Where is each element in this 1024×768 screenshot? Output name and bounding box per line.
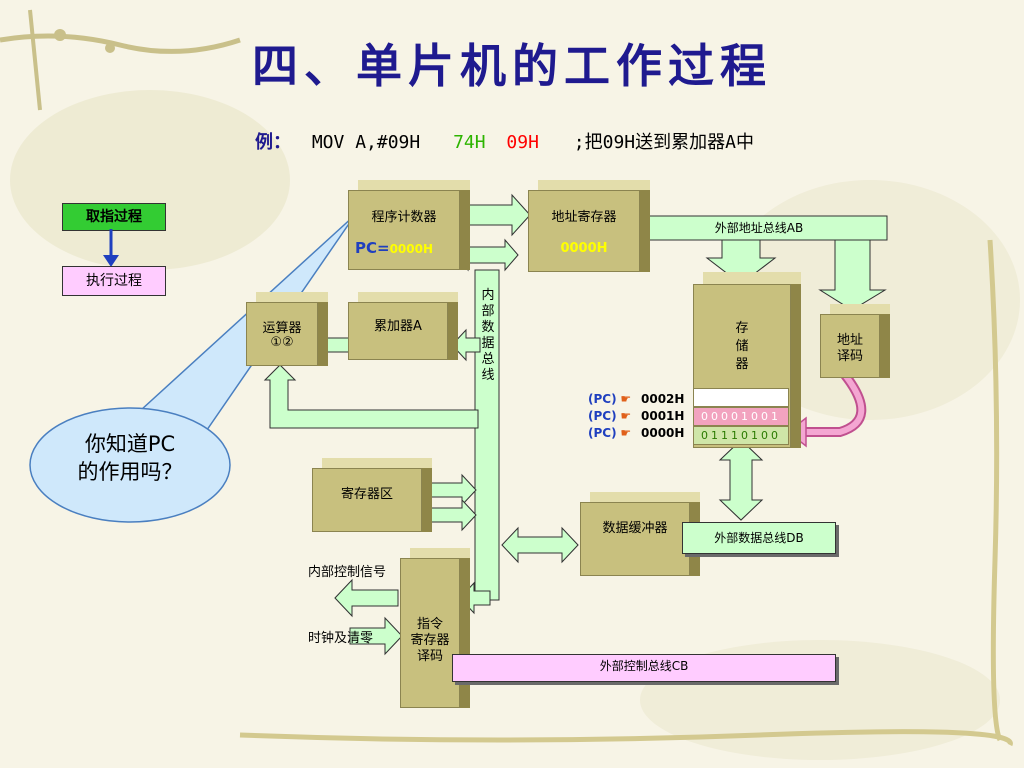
register-area-label: 寄存器区 [340,487,393,502]
bus-char: 总 [481,352,495,367]
address-decoder-block: 地址 译码 [820,304,890,378]
bus-char: 线 [481,368,495,383]
execute-step-button[interactable]: 执行过程 [62,266,166,296]
register-area-block: 寄存器区 [312,458,432,532]
example-mnemonic: MOV A,#09H [311,132,421,153]
accumulator-label: 累加器A [374,319,422,334]
data-bus-label: 外部数据总线DB [714,531,804,545]
pc-value: 0000H [389,242,434,256]
accumulator-block: 累加器A [348,292,458,360]
address-bus-label: 外部地址总线AB [714,221,804,235]
data-bus: 外部数据总线DB [682,522,836,554]
pc-pointer-label: (PC) [588,426,617,440]
callout-bubble: 你知道PC 的作用吗？ [36,430,224,486]
instruction-register-line1: 指令 [416,617,443,632]
pointing-hand-icon: ☛ [620,409,632,423]
pointing-hand-icon: ☛ [620,426,632,440]
alu-steps: ①② [270,335,294,350]
pc-label: PC= [355,239,390,257]
memory-row-pc0: (PC) ☛ 0000H [588,426,684,440]
bus-char: 部 [481,304,495,319]
page-title: 四、单片机的工作过程 [252,39,772,93]
memory-address: 0002H [641,392,685,406]
memory-address: 0000H [641,426,685,440]
example-opcode: 74H [453,132,486,153]
program-counter-block: 程序计数器 PC=0000H [348,180,470,270]
pc-pointer-label: (PC) [588,392,617,406]
address-register-label: 地址寄存器 [551,210,617,225]
memory-cell-row: 00001001 [693,407,789,426]
fetch-step-button[interactable]: 取指过程 [62,203,166,231]
address-register-value: 0000H [560,241,608,256]
address-decoder-line1: 地址 [836,333,863,348]
address-decoder-line2: 译码 [836,349,863,364]
memory-line3: 器 [735,357,749,372]
example-instruction: 例： MOV A,#09H 74H 09H ;把09H送到累加器A中 [255,128,764,154]
instruction-register-block: 指令 寄存器 译码 [400,548,470,708]
alu-block: 运算器 ①② [246,292,328,366]
memory-cell-row: 01110100 [693,426,789,445]
memory-line1: 存 [735,321,749,336]
callout-line2: 的作用吗？ [77,460,183,484]
memory-row-pc1: (PC) ☛ 0001H [588,409,684,423]
program-counter-label: 程序计数器 [371,210,437,225]
control-bus-label: 外部控制总线CB [599,659,689,673]
bus-char: 据 [481,336,495,351]
callout-line1: 你知道PC [84,432,176,456]
memory-cell-row [693,388,789,407]
example-prefix: 例： [255,132,291,153]
internal-control-signal-label: 内部控制信号 [308,565,387,580]
memory-address: 0001H [641,409,685,423]
pc-pointer-label: (PC) [588,409,617,423]
address-register-block: 地址寄存器 0000H [528,180,650,272]
memory-line2: 储 [735,339,749,354]
alu-label: 运算器 [262,321,302,336]
example-comment: ;把09H送到累加器A中 [573,132,754,153]
bus-char: 内 [481,288,495,303]
down-arrow-icon [103,229,119,267]
instruction-register-line3: 译码 [416,649,443,664]
data-buffer-label: 数据缓冲器 [602,521,668,536]
example-operand: 09H [506,132,539,153]
memory-row-pc2: (PC) ☛ 0002H [588,392,684,406]
pointing-hand-icon: ☛ [620,392,632,406]
internal-data-bus-label: 内 部 数 据 总 线 [478,288,498,384]
instruction-register-line2: 寄存器 [410,633,450,648]
memory-cells: 00001001 01110100 [693,388,789,445]
control-bus: 外部控制总线CB [452,654,836,682]
clock-reset-label: 时钟及清零 [308,631,374,646]
bus-char: 数 [481,320,495,335]
